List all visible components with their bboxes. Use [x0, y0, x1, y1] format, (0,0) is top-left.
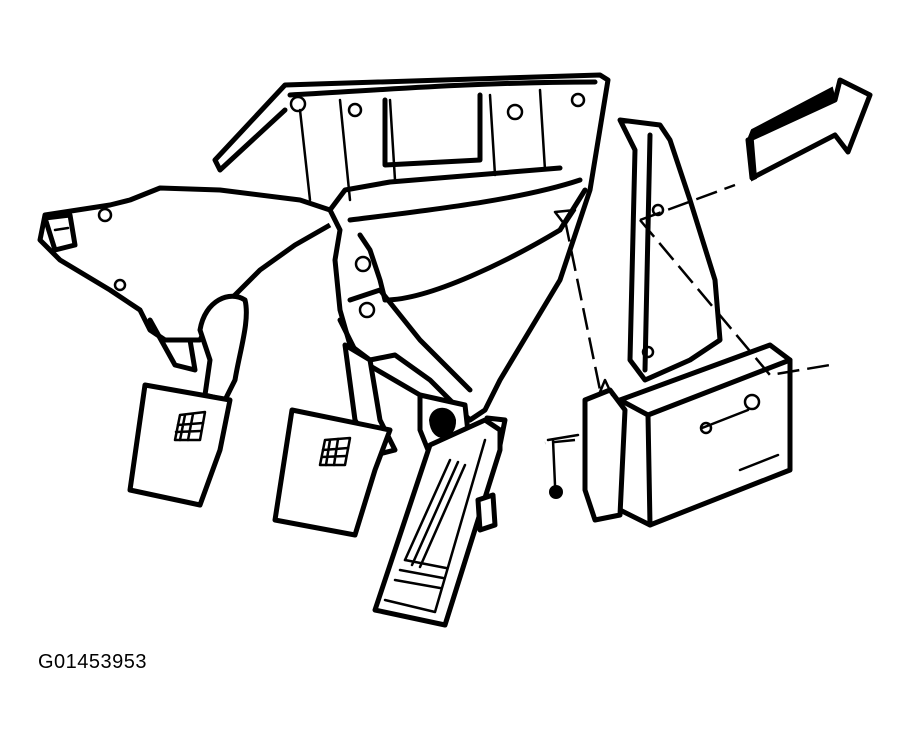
mounting-bracket	[553, 117, 723, 383]
arrow-right-icon	[745, 77, 873, 182]
brake-pedal-left	[127, 293, 249, 508]
module-box-icon	[582, 342, 793, 528]
brake-pedal-middle	[272, 342, 398, 538]
accelerator-pedal	[372, 392, 508, 628]
pedal-bracket-frame	[37, 72, 611, 423]
figure-id-label: G01453953	[38, 651, 148, 673]
alignment-lines	[544, 183, 831, 445]
bolt-icon	[546, 433, 580, 499]
